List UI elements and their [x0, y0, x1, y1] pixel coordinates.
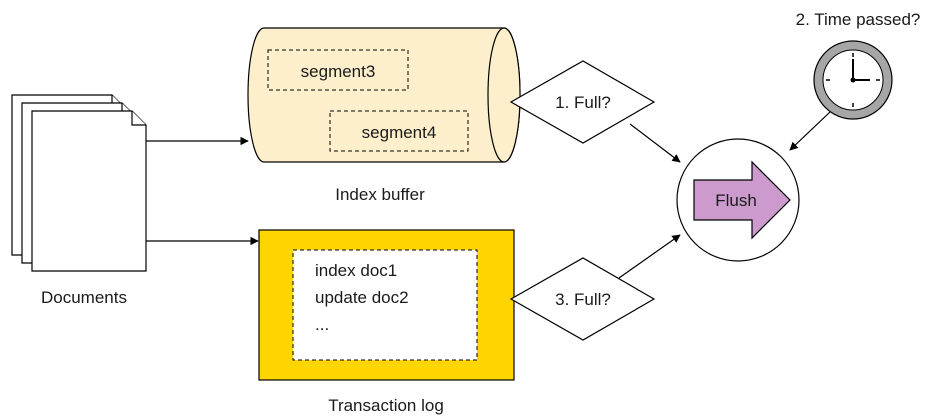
time-passed-label: 2. Time passed? — [796, 10, 921, 29]
segment4-box — [329, 110, 469, 152]
arrow-timer-to-flush — [789, 111, 831, 151]
segment3-label: segment3 — [301, 62, 376, 81]
log-entry-2: update doc2 — [315, 288, 409, 307]
flush-label: Flush — [715, 191, 757, 210]
log-full-decision — [509, 257, 656, 341]
segment4-label: segment4 — [362, 123, 437, 142]
arrow-buffer-to-flush — [629, 123, 681, 163]
segment3-box — [267, 49, 409, 91]
index-buffer-label: Index buffer — [335, 185, 425, 204]
arrow-log-to-flush — [618, 234, 681, 279]
clock-icon — [813, 40, 893, 120]
log-entry-1: index doc1 — [315, 261, 397, 280]
documents-label: Documents — [41, 288, 127, 307]
buffer-full-label: 1. Full? — [555, 93, 611, 112]
log-full-label: 3. Full? — [555, 290, 611, 309]
buffer-full-decision — [509, 60, 656, 144]
log-entry-3: ... — [315, 315, 329, 334]
index-buffer-cylinder — [247, 27, 521, 163]
documents-icon — [11, 94, 147, 272]
transaction-log-entries — [292, 249, 478, 361]
transaction-log-label: Transaction log — [328, 396, 444, 415]
flush-arrow-icon — [693, 160, 791, 240]
